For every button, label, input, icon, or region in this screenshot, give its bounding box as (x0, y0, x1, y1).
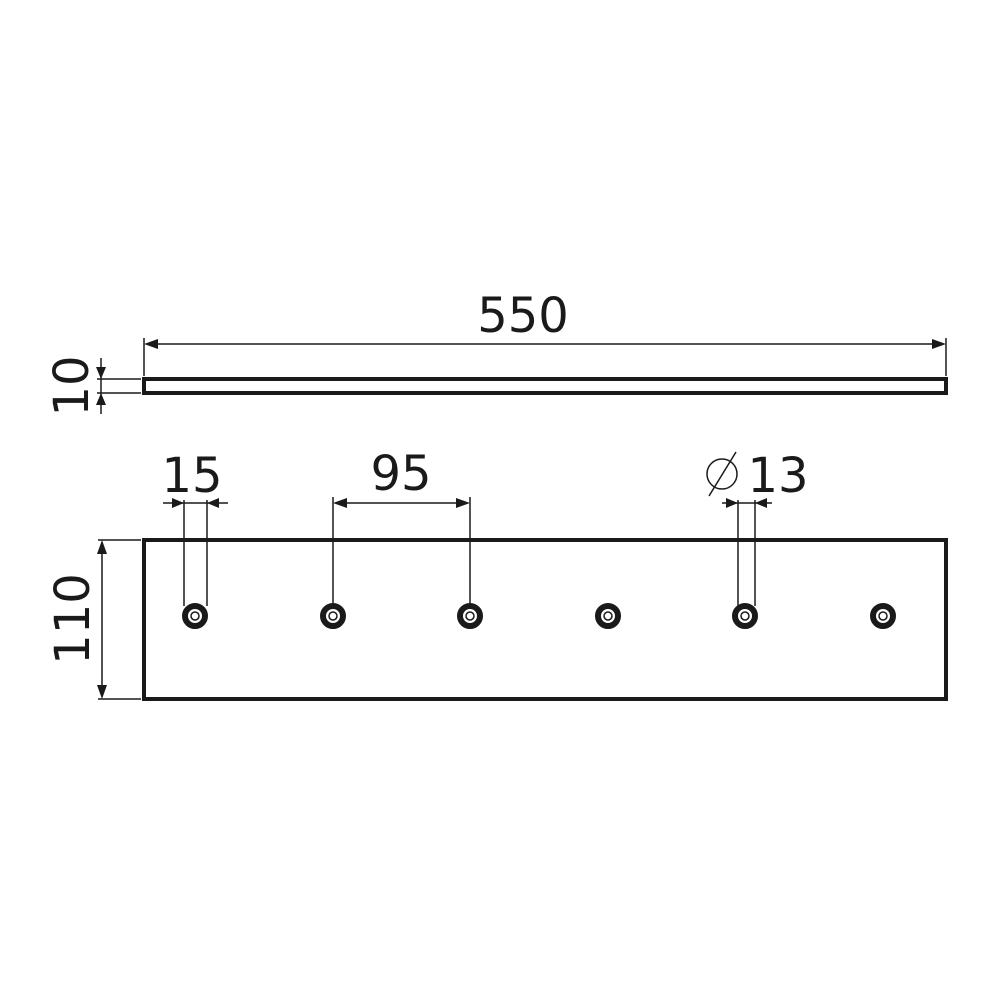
length-label: 550 (477, 288, 569, 344)
hole-diameter-dimension: 13 (706, 448, 809, 606)
width-label: 110 (45, 573, 101, 665)
hole-row (182, 603, 896, 629)
width-dimension: 110 (45, 539, 141, 700)
side-view: 550 10 (44, 288, 948, 417)
front-view-plate (142, 538, 948, 701)
mounting-hole-5 (732, 603, 758, 629)
mounting-hole-6 (870, 603, 896, 629)
edge-offset-dimension: 15 (161, 448, 228, 606)
length-dimension: 550 (143, 288, 947, 376)
thickness-dimension: 10 (44, 355, 141, 417)
arrowhead-left (144, 339, 158, 349)
thickness-label: 10 (44, 355, 100, 416)
mounting-hole-4 (595, 603, 621, 629)
diameter-symbol-icon (706, 451, 738, 497)
edge-offset-label: 15 (161, 448, 222, 504)
mounting-hole-3 (457, 603, 483, 629)
hole-spacing-dimension: 95 (332, 446, 471, 606)
hole-diameter-label: 13 (747, 448, 808, 504)
front-view: 15 95 13 (45, 446, 948, 701)
side-view-plate (142, 377, 948, 395)
arrowhead-right (932, 339, 946, 349)
mounting-hole-1 (182, 603, 208, 629)
hole-spacing-label: 95 (370, 446, 431, 502)
mounting-hole-2 (320, 603, 346, 629)
